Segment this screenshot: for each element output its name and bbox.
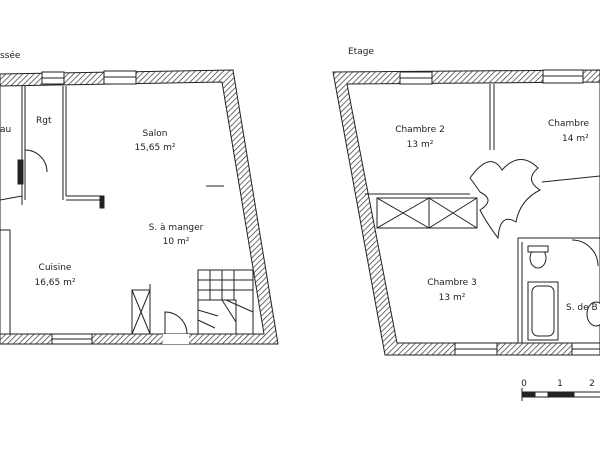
staircase	[197, 269, 254, 335]
ground-floor-labels: ssée au Rgt Salon 15,65 m² S. à manger 1…	[0, 50, 204, 288]
upper-floor-title: Etage	[348, 47, 374, 57]
scale-tick-2: 2	[589, 379, 595, 389]
entry-door-opening	[163, 334, 189, 344]
washbasin	[586, 301, 600, 327]
upper-floor-plan	[332, 69, 600, 356]
bedroom-closets	[376, 197, 478, 229]
room-name-bedroom3: Chambre 3	[427, 278, 477, 288]
room-area-dining: 10 m²	[163, 237, 190, 247]
ground-exterior-wall	[0, 69, 279, 345]
kitchen-counter	[0, 229, 11, 335]
landing-door-swings	[469, 159, 542, 240]
scale-tick-0: 0	[521, 379, 527, 389]
bathroom-door-swing	[571, 239, 599, 267]
room-area-kitchen: 16,65 m²	[34, 278, 75, 288]
room-name-kitchen: Cuisine	[39, 263, 72, 273]
room-area-bedroom3: 13 m²	[439, 293, 466, 303]
room-area-living: 15,65 m²	[134, 143, 175, 153]
room-name-bathroom: S. de B	[566, 303, 598, 313]
scale-bar: 0 1 2	[521, 379, 600, 401]
ground-floor-plan	[0, 69, 279, 345]
wc-door-swing	[24, 149, 48, 173]
room-area-bedroom2: 13 m²	[407, 140, 434, 150]
room-name-dining: S. à manger	[149, 223, 204, 233]
ground-floor-title: ssée	[0, 50, 21, 61]
scale-tick-1: 1	[557, 379, 563, 389]
room-label-wc: au	[0, 125, 11, 135]
upper-exterior-wall	[332, 69, 600, 356]
room-label-storage: Rgt	[36, 116, 52, 126]
room-name-bedroom2: Chambre 2	[395, 125, 445, 135]
room-area-bedroom1: 14 m²	[562, 134, 589, 144]
entry-door-swing	[164, 311, 188, 335]
room-name-living: Salon	[143, 129, 168, 139]
room-name-bedroom1: Chambre	[548, 119, 589, 129]
upper-floor-labels: Etage Chambre 2 13 m² Chambre 14 m² Cham…	[348, 47, 598, 313]
